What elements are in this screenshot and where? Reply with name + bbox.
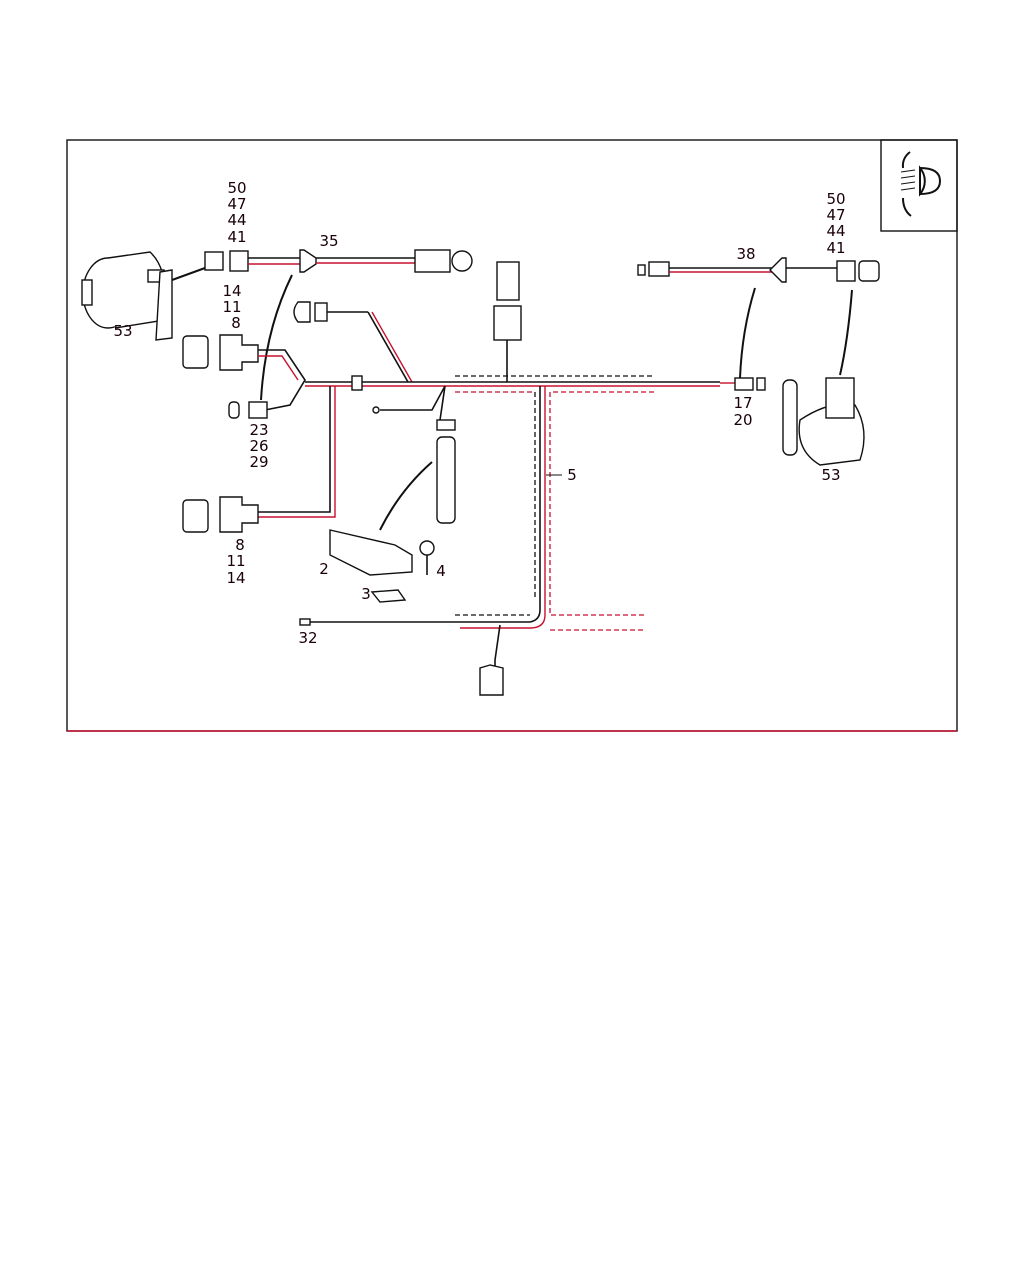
harness-38[interactable] [637, 257, 880, 283]
callout-11-upper: 11 [222, 298, 241, 316]
callout-44-right: 44 [826, 222, 845, 240]
ground-lead[interactable] [299, 618, 455, 626]
grommet-bottom [479, 624, 504, 696]
callout-5: 5 [567, 466, 577, 484]
callout-47-right: 47 [826, 206, 845, 224]
bracket [370, 589, 407, 603]
callout-labels: 50 47 44 41 35 53 14 11 8 23 26 29 8 11 … [113, 179, 845, 647]
callout-11-lower: 11 [226, 552, 245, 570]
callout-41-left: 41 [227, 228, 246, 246]
callout-35: 35 [319, 232, 338, 250]
callout-3: 3 [361, 585, 371, 603]
sensor-plug[interactable] [228, 401, 268, 419]
connector-round[interactable] [293, 301, 413, 383]
harness-35[interactable] [204, 249, 473, 273]
callout-23: 23 [249, 421, 268, 439]
arrow-connector [171, 267, 206, 281]
headlamp-motor-left[interactable] [81, 251, 173, 341]
fuse-strip [436, 436, 456, 524]
callout-50-right: 50 [826, 190, 845, 208]
screw [419, 540, 435, 575]
callout-32: 32 [298, 629, 317, 647]
callout-17: 17 [733, 394, 752, 412]
callout-14-lower: 14 [226, 569, 245, 587]
callout-8-upper: 8 [231, 314, 241, 332]
plug-upper[interactable] [182, 334, 306, 411]
control-unit[interactable] [329, 529, 413, 576]
plug-lower[interactable] [182, 496, 259, 533]
callout-47-left: 47 [227, 195, 246, 213]
end-plug[interactable] [734, 377, 766, 391]
callout-20: 20 [733, 411, 752, 429]
callout-29: 29 [249, 453, 268, 471]
headlamp-motor-right[interactable] [782, 377, 865, 466]
callout-2: 2 [319, 560, 329, 578]
connector-multi-pin[interactable] [493, 261, 522, 382]
callout-41-right: 41 [826, 239, 845, 257]
callout-50-left: 50 [227, 179, 246, 197]
callout-4: 4 [436, 562, 446, 580]
callout-14-upper: 14 [222, 282, 241, 300]
callout-44-left: 44 [227, 211, 246, 229]
headlamp-range-adjustment-icon [880, 139, 958, 232]
callout-53-left: 53 [113, 322, 132, 340]
main-harness-5[interactable] [258, 375, 735, 631]
callout-38: 38 [736, 245, 755, 263]
callout-26: 26 [249, 437, 268, 455]
callout-8-lower: 8 [235, 536, 245, 554]
callout-53-right: 53 [821, 466, 840, 484]
